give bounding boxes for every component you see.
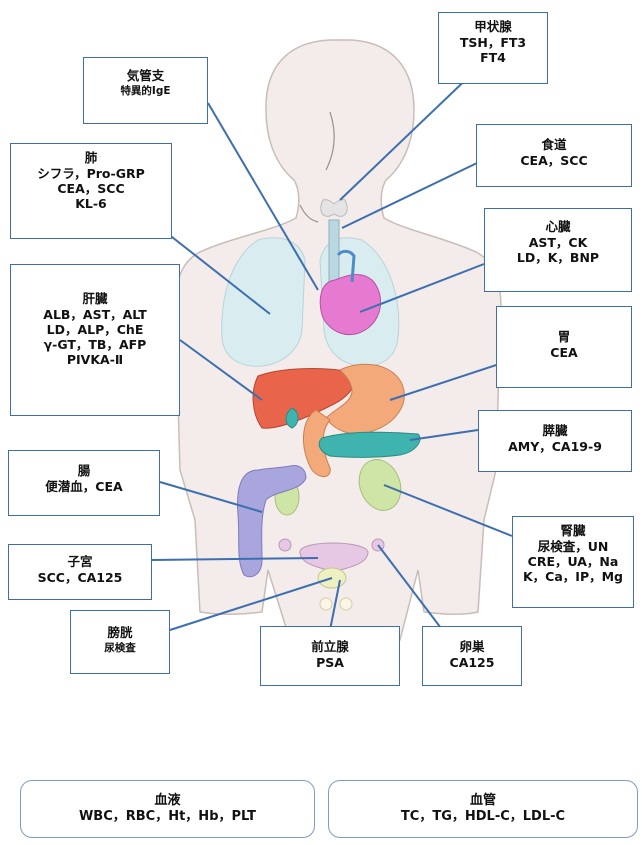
label-lung-line: CEA，SCC (15, 181, 167, 196)
label-pancreas-title: 膵臓 (483, 423, 627, 438)
label-pancreas: 膵臓 AMY，CA19-9 (478, 410, 632, 472)
label-prostate: 前立腺 PSA (260, 626, 400, 686)
label-esophagus: 食道 CEA，SCC (476, 124, 632, 187)
label-intestine: 腸 便潜血，CEA (8, 450, 160, 516)
label-liver-line: ALB，AST，ALT (15, 307, 175, 322)
label-lung: 肺 シフラ，Pro-GRP CEA，SCC KL-6 (10, 143, 172, 239)
label-liver-line: γ-GT，TB，AFP (15, 337, 175, 352)
label-kidney-line: CRE，UA，Na (517, 554, 629, 569)
label-kidney-line: 尿検査，UN (517, 539, 629, 554)
label-liver-title: 肝臓 (15, 291, 175, 306)
label-uterus-title: 子宮 (13, 554, 147, 569)
label-thyroid-line: TSH，FT3 (443, 35, 543, 50)
label-liver-line: PIVKA-Ⅱ (15, 352, 175, 367)
pancreas (319, 432, 420, 457)
label-kidney: 腎臓 尿検査，UN CRE，UA，Na K，Ca，IP，Mg (512, 516, 634, 608)
label-prostate-line: PSA (265, 655, 395, 670)
label-pancreas-line: AMY，CA19-9 (483, 439, 627, 454)
label-kidney-title: 腎臓 (517, 523, 629, 538)
label-liver-line: LD，ALP，ChE (15, 322, 175, 337)
label-thyroid-line: FT4 (443, 50, 543, 65)
label-uterus-line: SCC，CA125 (13, 570, 147, 585)
label-thyroid: 甲状腺 TSH，FT3 FT4 (438, 12, 548, 84)
label-bladder: 膀胱 尿検査 (70, 610, 170, 674)
label-stomach-line: CEA (501, 345, 627, 360)
label-ovary: 卵巣 CA125 (422, 626, 522, 686)
label-bladder-line: 尿検査 (75, 641, 165, 656)
label-ovary-title: 卵巣 (427, 639, 517, 654)
label-heart: 心臓 AST，CK LD，K，BNP (484, 208, 632, 292)
label-trachea: 気管支 特異的IgE (83, 57, 208, 124)
label-stomach: 胃 CEA (496, 306, 632, 388)
label-heart-title: 心臓 (489, 219, 627, 234)
label-ovary-line: CA125 (427, 655, 517, 670)
label-bladder-title: 膀胱 (75, 625, 165, 640)
label-trachea-line: 特異的IgE (88, 84, 203, 99)
label-intestine-line: 便潜血，CEA (13, 479, 155, 494)
label-trachea-title: 気管支 (88, 68, 203, 83)
label-intestine-title: 腸 (13, 463, 155, 478)
label-lung-line: シフラ，Pro-GRP (15, 166, 167, 181)
label-heart-line: AST，CK (489, 235, 627, 250)
label-esophagus-line: CEA，SCC (481, 153, 627, 168)
label-heart-line: LD，K，BNP (489, 250, 627, 265)
label-kidney-line: K，Ca，IP，Mg (517, 569, 629, 584)
ovary-left (279, 539, 291, 551)
label-esophagus-title: 食道 (481, 137, 627, 152)
label-prostate-title: 前立腺 (265, 639, 395, 654)
label-stomach-title: 胃 (501, 329, 627, 344)
label-lung-title: 肺 (15, 150, 167, 165)
label-liver: 肝臓 ALB，AST，ALT LD，ALP，ChE γ-GT，TB，AFP PI… (10, 264, 180, 416)
label-uterus: 子宮 SCC，CA125 (8, 544, 152, 600)
heart (320, 275, 380, 335)
label-thyroid-title: 甲状腺 (443, 19, 543, 34)
label-lung-line: KL-6 (15, 196, 167, 211)
